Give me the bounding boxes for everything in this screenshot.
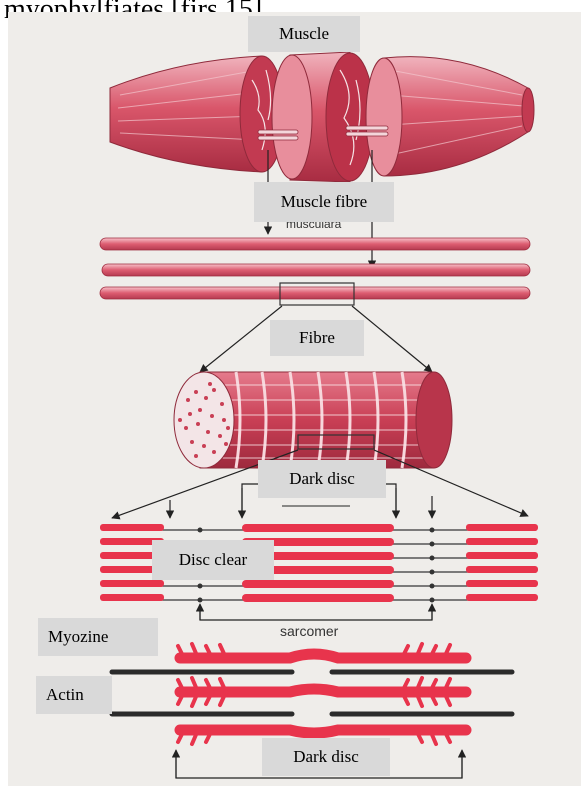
label-muscle: Muscle bbox=[248, 16, 360, 52]
label-myozine: Myozine bbox=[38, 618, 158, 656]
fibre-cylinder bbox=[174, 372, 452, 468]
label-fibre: Fibre bbox=[270, 320, 364, 356]
label-disc-clear: Disc clear bbox=[152, 540, 274, 580]
sarcomer-label: sarcomer bbox=[280, 623, 339, 639]
myosin-filaments bbox=[180, 654, 466, 733]
arrow-fibre-to-cylinder-right bbox=[352, 306, 432, 372]
label-dark-disc-top: Dark disc bbox=[258, 460, 386, 498]
arrow-to-myofibril-right bbox=[374, 450, 528, 516]
label-actin: Actin bbox=[36, 676, 112, 714]
label-dark-disc-bottom: Dark disc bbox=[262, 738, 390, 776]
muscle-fibres bbox=[100, 238, 530, 305]
whole-muscle bbox=[110, 52, 534, 182]
label-muscle-fibre: Muscle fibre bbox=[254, 182, 394, 222]
